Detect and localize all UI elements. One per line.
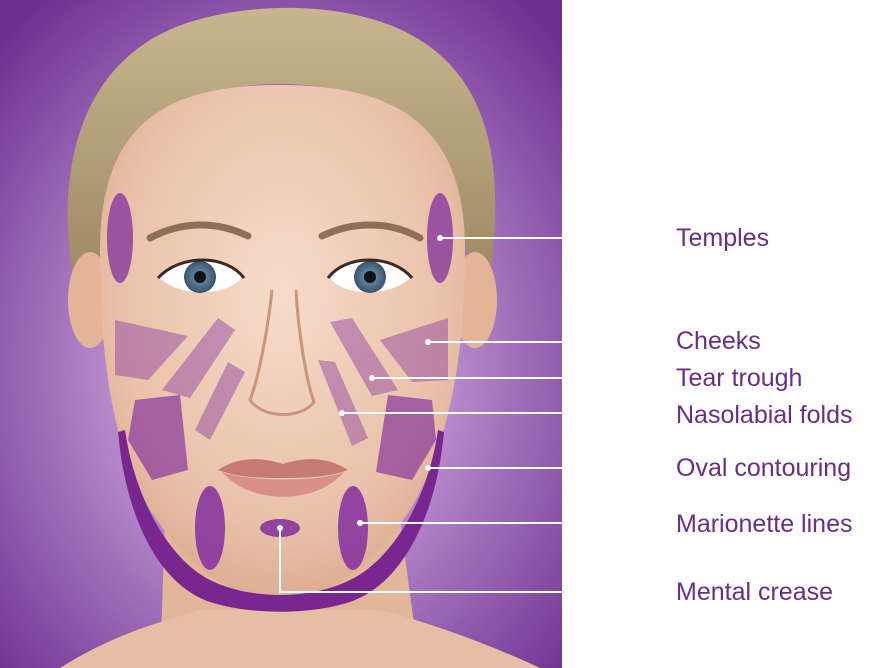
temple-zone-left [107, 193, 133, 283]
label-cheeks: Cheeks [676, 329, 761, 354]
marionette-zone-right [338, 486, 368, 570]
marionette-zone-left [195, 486, 225, 570]
label-mental-crease: Mental crease [676, 580, 833, 605]
leader-dot-oval-contouring [425, 465, 431, 471]
label-temples: Temples [676, 226, 769, 251]
leader-dot-tear-trough [369, 375, 375, 381]
label-oval-contouring: Oval contouring [676, 456, 851, 481]
label-marionette-lines: Marionette lines [676, 512, 852, 537]
leader-dot-marionette-lines [357, 520, 363, 526]
label-tear-trough: Tear trough [676, 366, 802, 391]
leader-dot-nasolabial-folds [339, 410, 345, 416]
leader-dot-temples [437, 235, 443, 241]
leader-dot-cheeks [425, 339, 431, 345]
label-nasolabial-folds: Nasolabial folds [676, 403, 853, 428]
leader-dot-mental-crease [277, 525, 283, 531]
